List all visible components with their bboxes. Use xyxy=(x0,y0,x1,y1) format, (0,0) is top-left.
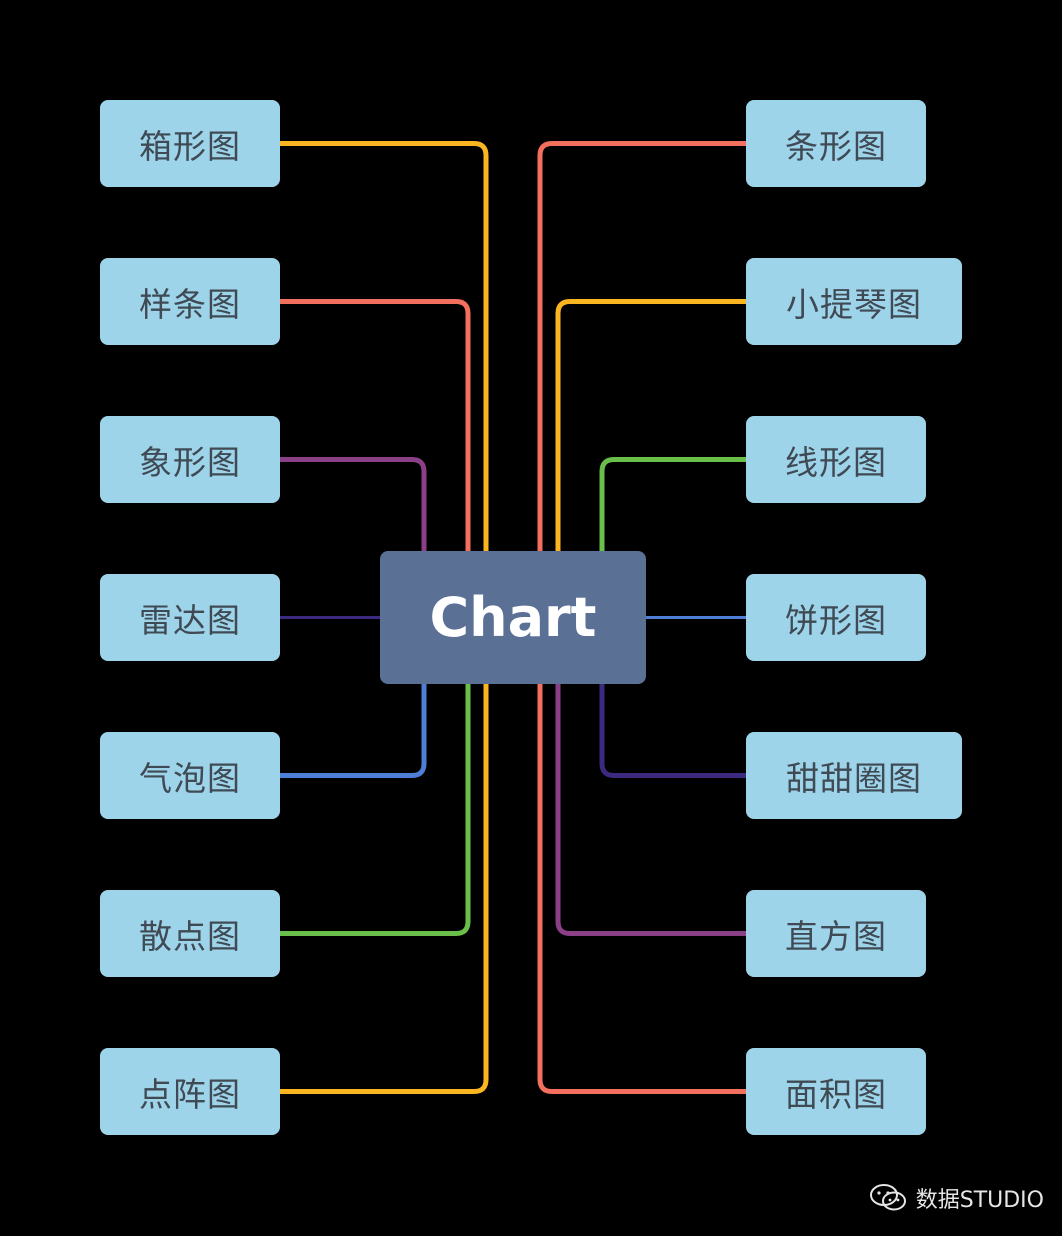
right-node-label: 直方图 xyxy=(785,916,887,956)
left-node-5: 气泡图 xyxy=(100,732,280,819)
right-node-label: 线形图 xyxy=(785,442,887,482)
right-node-label: 小提琴图 xyxy=(786,284,922,324)
left-node-1: 箱形图 xyxy=(100,100,280,187)
watermark-text: 数据STUDIO xyxy=(915,1188,1044,1213)
center-node-label: Chart xyxy=(429,586,597,649)
right-node-6: 直方图 xyxy=(746,890,926,977)
right-node-4: 饼形图 xyxy=(746,574,926,661)
right-node-7: 面积图 xyxy=(746,1048,926,1135)
left-node-label: 样条图 xyxy=(139,284,241,324)
connector-left-1 xyxy=(277,141,489,554)
left-node-label: 雷达图 xyxy=(139,600,241,640)
connector-left-5 xyxy=(277,681,427,778)
right-node-label: 饼形图 xyxy=(785,600,887,640)
connector-right-3 xyxy=(599,457,749,554)
left-node-label: 散点图 xyxy=(139,916,241,956)
connector-left-3 xyxy=(277,457,427,554)
connector-right-5 xyxy=(599,681,749,778)
wechat-icon xyxy=(869,1183,908,1213)
right-node-5: 甜甜圈图 xyxy=(746,732,962,819)
connector-right-7 xyxy=(537,681,749,1094)
right-node-2: 小提琴图 xyxy=(746,258,962,345)
watermark: 数据STUDIO xyxy=(869,1182,1044,1214)
connector-left-2 xyxy=(277,299,471,554)
left-node-6: 散点图 xyxy=(100,890,280,977)
right-node-label: 甜甜圈图 xyxy=(786,758,922,798)
right-node-3: 线形图 xyxy=(746,416,926,503)
left-node-4: 雷达图 xyxy=(100,574,280,661)
left-node-label: 气泡图 xyxy=(139,758,241,798)
connector-right-2 xyxy=(555,299,749,554)
left-node-2: 样条图 xyxy=(100,258,280,345)
left-node-label: 点阵图 xyxy=(139,1074,241,1114)
connector-left-7 xyxy=(277,681,489,1094)
connector-right-1 xyxy=(537,141,749,554)
right-node-label: 条形图 xyxy=(785,126,887,166)
left-node-label: 象形图 xyxy=(139,442,241,482)
right-node-1: 条形图 xyxy=(746,100,926,187)
connector-right-6 xyxy=(555,681,749,936)
left-node-7: 点阵图 xyxy=(100,1048,280,1135)
left-node-label: 箱形图 xyxy=(139,126,241,166)
center-node: Chart xyxy=(380,551,646,684)
connector-left-6 xyxy=(277,681,471,936)
right-node-label: 面积图 xyxy=(785,1074,887,1114)
left-node-3: 象形图 xyxy=(100,416,280,503)
